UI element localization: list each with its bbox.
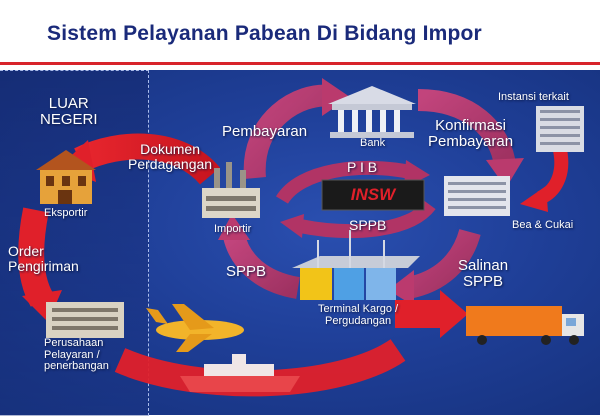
node-label-bank: Bank — [360, 137, 386, 149]
node-label-perusahaan: Perusahaan Pelayaran / penerbangan — [44, 337, 109, 373]
airplane-icon — [146, 304, 244, 352]
ship-icon — [180, 354, 300, 392]
importir-factory-icon — [202, 162, 260, 218]
flow-label-sppb-center: SPPB — [349, 217, 387, 233]
terminal-cargo-icon — [292, 230, 420, 300]
flow-label-sppb-left: SPPB — [226, 263, 267, 280]
insw-logo: INSW — [321, 179, 425, 211]
node-label-eksportir: Eksportir — [44, 207, 88, 219]
header: Sistem Pelayanan Pabean Di Bidang Impor — [0, 0, 600, 72]
bea-cukai-building-icon — [444, 176, 510, 216]
page-title: Sistem Pelayanan Pabean Di Bidang Impor — [47, 22, 482, 45]
flow-label-pib: P I B — [347, 159, 378, 175]
flow-label-salinan: Salinan SPPB — [458, 257, 509, 290]
outer-cycle-arrow — [218, 78, 524, 306]
truck-icon — [466, 306, 584, 345]
node-label-instansi: Instansi terkait — [498, 91, 569, 103]
insw-logo-text: INSW — [351, 185, 397, 204]
node-label-importir: Importir — [214, 223, 252, 235]
eksportir-building-icon — [36, 150, 96, 204]
node-label-bea-cukai: Bea & Cukai — [512, 219, 574, 231]
flow-label-order: Order Pengiriman — [8, 243, 79, 274]
instansi-building-icon — [536, 106, 584, 152]
flow-label-pembayaran: Pembayaran — [222, 123, 308, 140]
terminal-to-truck-arrow — [395, 290, 468, 338]
perusahaan-building-icon — [46, 302, 124, 338]
luar-negeri-label: LUAR NEGERI — [40, 95, 98, 128]
bank-building-icon — [328, 86, 416, 138]
node-label-terminal: Terminal Kargo / Pergudangan — [318, 303, 399, 327]
instansi-to-beacukai-arrow — [520, 148, 569, 212]
title-underline — [0, 62, 600, 65]
flow-label-konfirmasi: Konfirmasi Pembayaran — [428, 117, 514, 150]
flow-label-dokumen: Dokumen Perdagangan — [128, 141, 213, 172]
